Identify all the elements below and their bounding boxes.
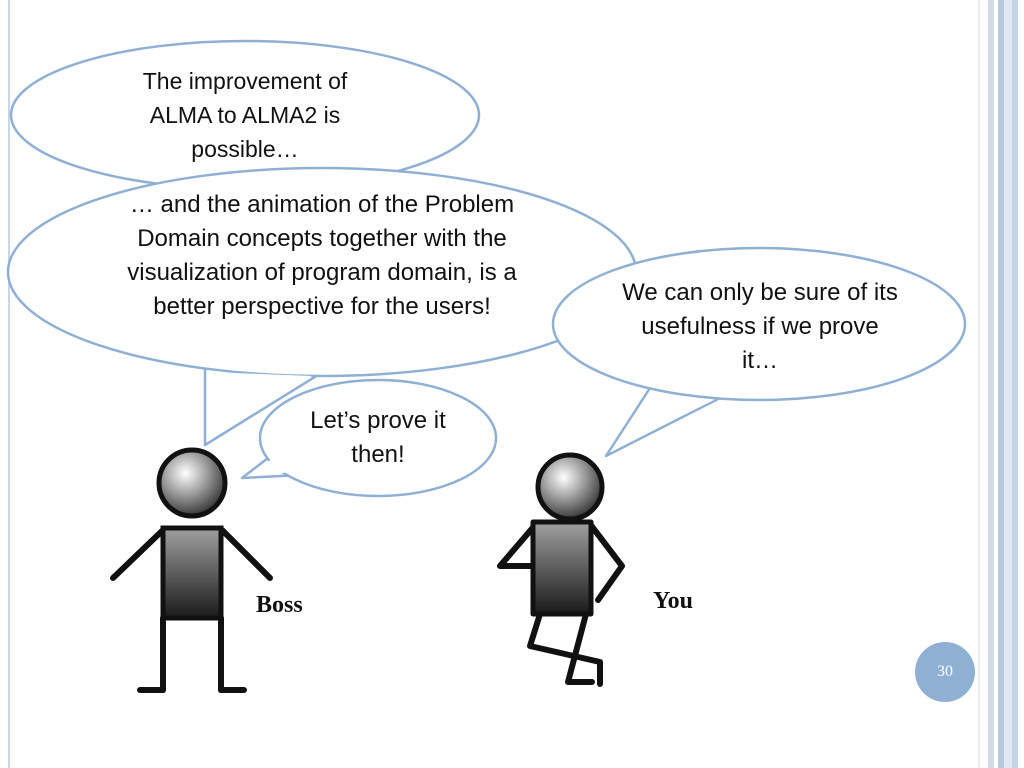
slide-frame-right: [978, 0, 1024, 768]
speech-bubble-4: [240, 378, 498, 498]
speech-bubble-3: [551, 246, 967, 458]
boss-figure: [110, 447, 273, 693]
bubble-text-4: Let’s prove it then!: [310, 407, 446, 468]
you-label: You: [653, 588, 694, 614]
slide-frame-left: [8, 0, 10, 768]
page-number-badge: 30: [915, 642, 975, 702]
bubble-text-1: The improvement of ALMA to ALMA2 is poss…: [142, 68, 348, 162]
boss-label: Boss: [256, 592, 303, 618]
speech-bubble-2: [6, 166, 638, 447]
bubble-text-3: We can only be sure of its usefulness if…: [622, 279, 898, 374]
you-figure: [497, 452, 625, 687]
bubble-text-2: … and the animation of the Problem Domai…: [127, 191, 517, 320]
